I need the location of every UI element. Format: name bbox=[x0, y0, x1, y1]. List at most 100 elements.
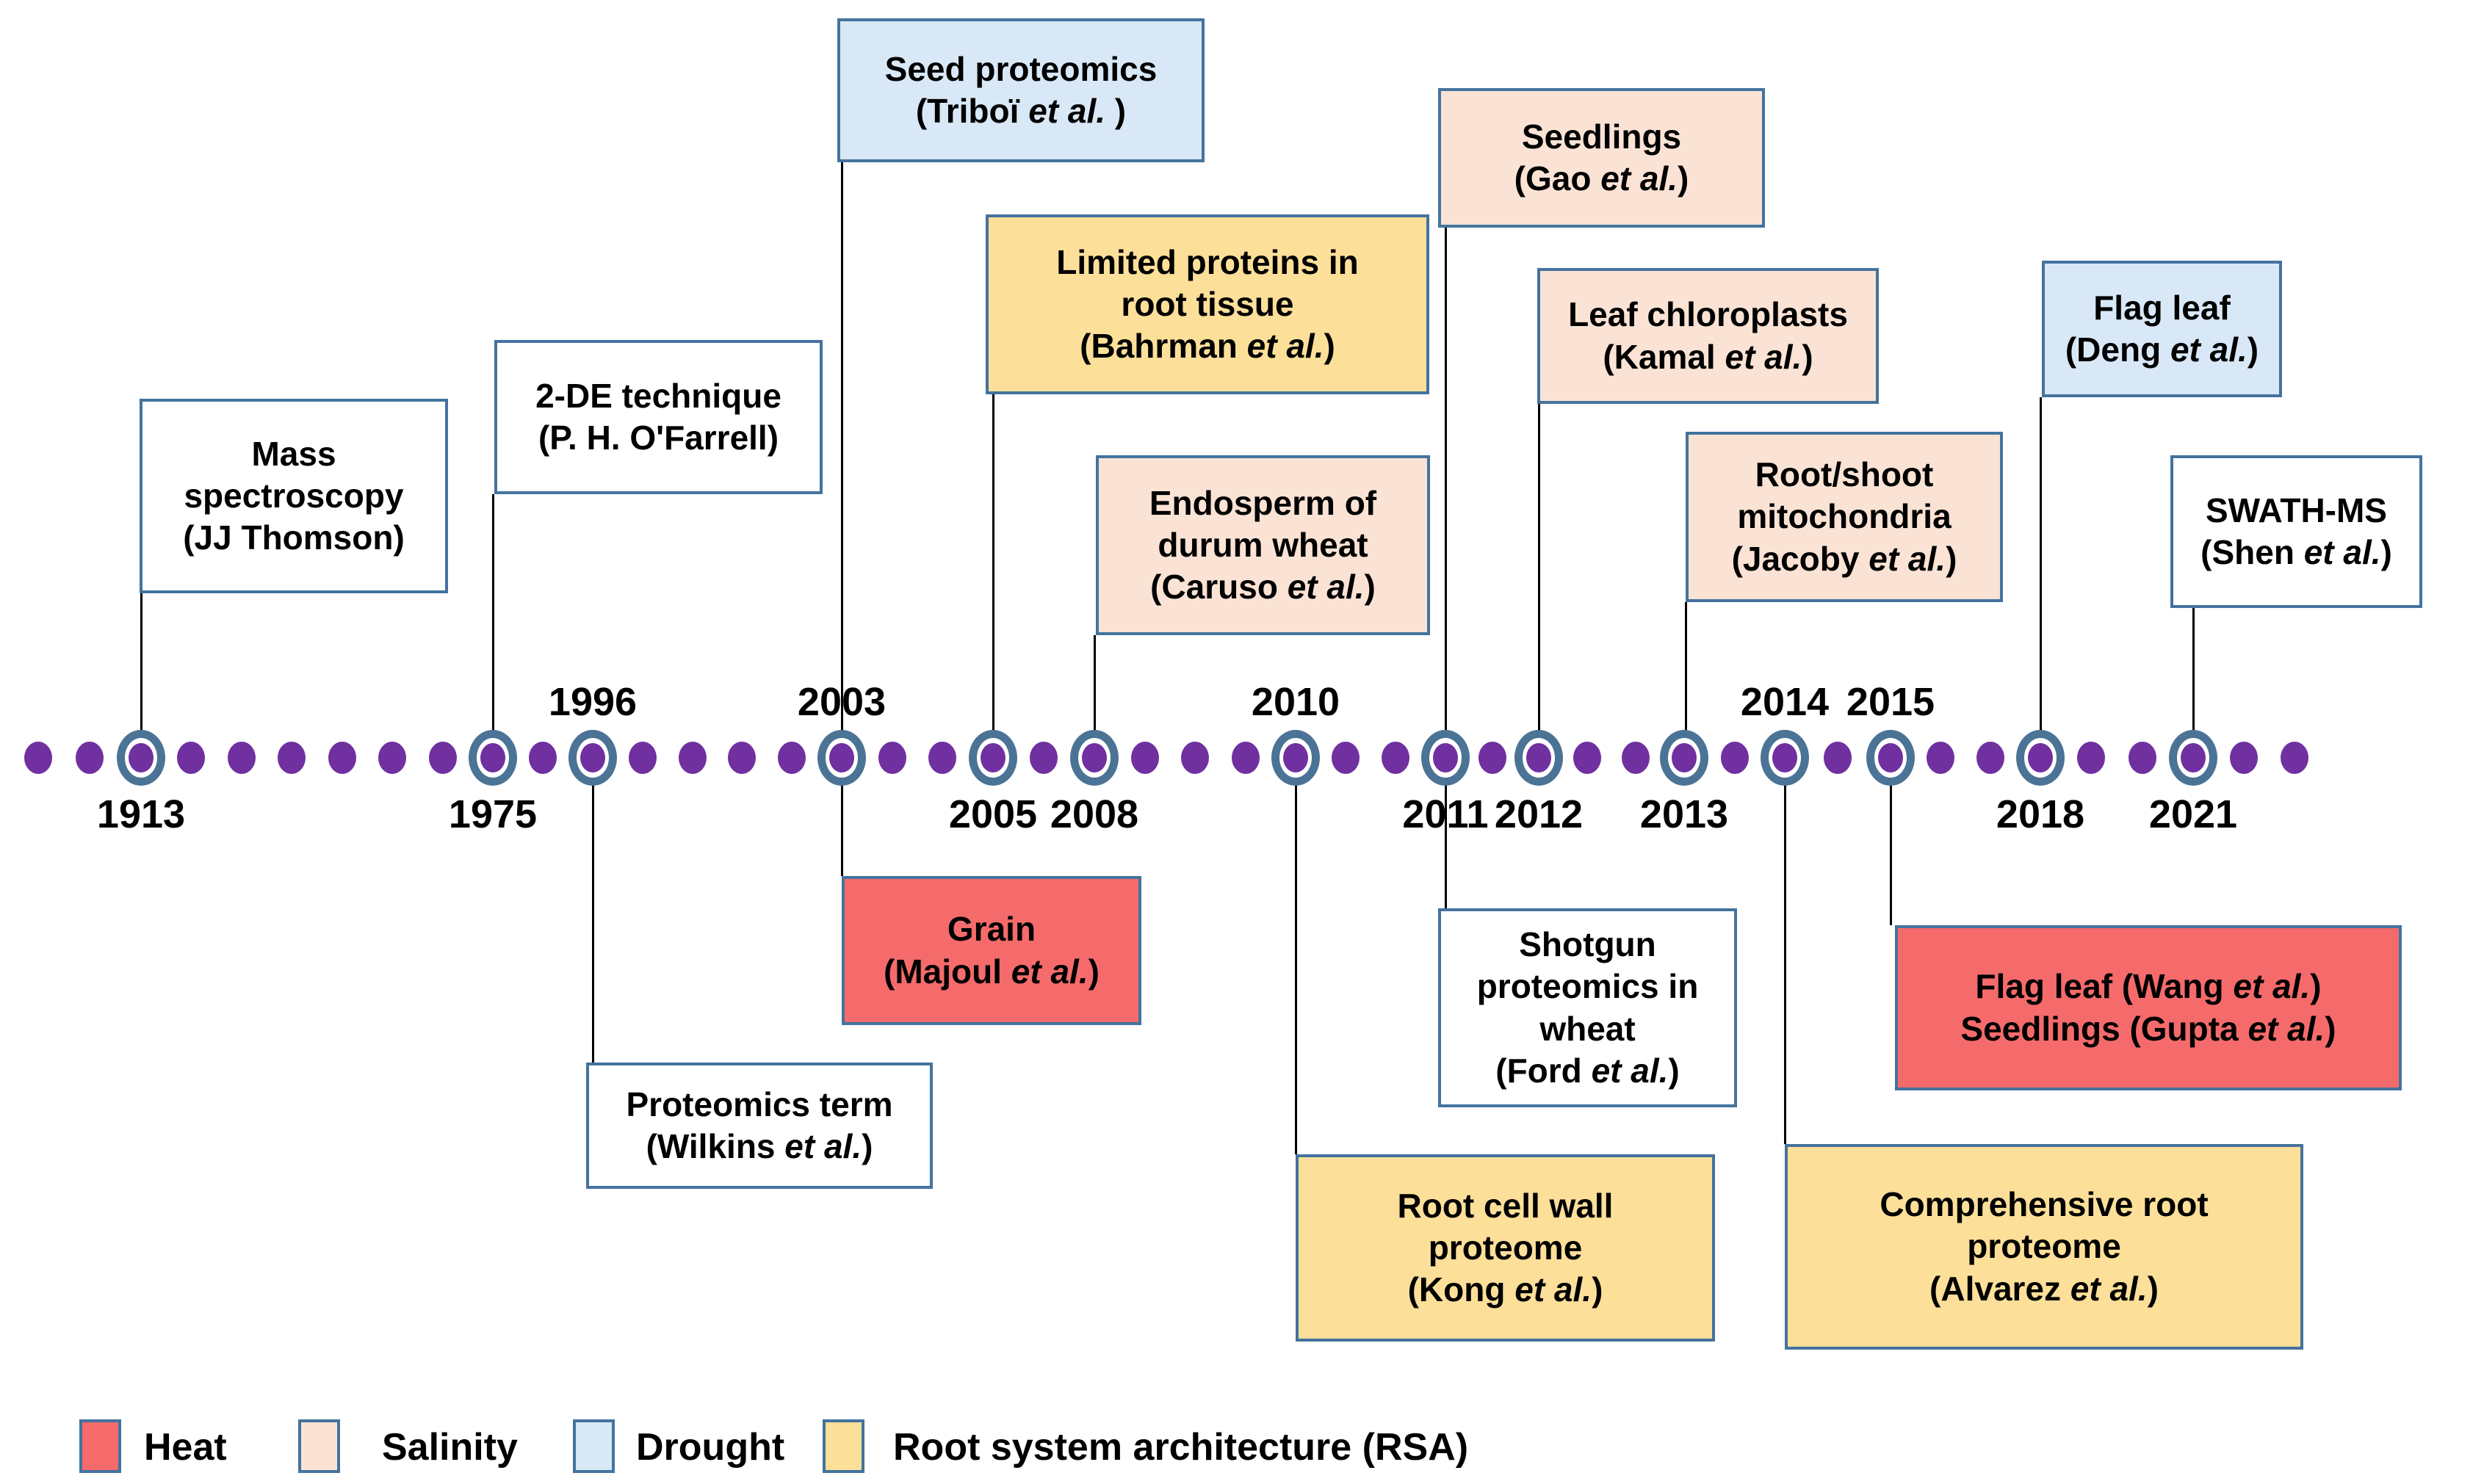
event-text: Grain bbox=[947, 910, 1036, 949]
event-box-swath-ms: SWATH-MS(Shen et al.) bbox=[2170, 455, 2422, 608]
event-box-grain-majoul: Grain(Majoul et al.) bbox=[842, 876, 1141, 1025]
event-box-line: (Wilkins et al.) bbox=[646, 1126, 873, 1168]
event-box-line: durum wheat bbox=[1158, 524, 1368, 566]
legend-swatch-drought bbox=[573, 1419, 615, 1473]
marker-inner-dot bbox=[1672, 743, 1697, 772]
timeline-dot bbox=[278, 742, 306, 774]
et-al-italic: et al. bbox=[1869, 539, 1946, 578]
event-box-seed-proteomics: Seed proteomics(Triboï et al. ) bbox=[837, 18, 1205, 162]
year-label-2005: 2005 bbox=[948, 792, 1038, 836]
event-box-flag-leaf-wang-seedlings-gupta: Flag leaf (Wang et al.)Seedlings (Gupta … bbox=[1895, 925, 2402, 1090]
event-text: Comprehensive root bbox=[1880, 1185, 2209, 1224]
timeline-dot bbox=[1720, 742, 1749, 774]
timeline-marker-2021 bbox=[2169, 730, 2217, 786]
event-box-leaf-chloroplasts: Leaf chloroplasts(Kamal et al.) bbox=[1537, 268, 1879, 404]
event-box-line: Endosperm of bbox=[1149, 482, 1376, 524]
event-text: proteome bbox=[1428, 1228, 1583, 1267]
event-box-proteomics-term: Proteomics term(Wilkins et al.) bbox=[586, 1063, 933, 1189]
event-text: ) bbox=[1105, 92, 1127, 130]
event-text: Root cell wall bbox=[1397, 1186, 1614, 1225]
connector-2010 bbox=[1294, 781, 1297, 1154]
timeline-marker-2008 bbox=[1070, 730, 1119, 786]
event-text: Seedlings (Gupta bbox=[1960, 1009, 2248, 1048]
event-text: Shotgun bbox=[1519, 925, 1656, 964]
event-text: (Bahrman bbox=[1080, 327, 1247, 366]
event-text: proteomics in bbox=[1476, 967, 1699, 1006]
timeline-dot bbox=[328, 742, 356, 774]
event-box-line: (Jacoby et al.) bbox=[1732, 538, 1957, 580]
event-text: (Gao bbox=[1514, 159, 1601, 198]
timeline-dot bbox=[1030, 742, 1058, 774]
timeline-dot bbox=[1332, 742, 1360, 774]
connector-2021 bbox=[2192, 608, 2195, 735]
connector-2012 bbox=[1537, 404, 1540, 735]
event-box-2de-technique: 2-DE technique(P. H. O'Farrell) bbox=[494, 340, 823, 494]
timeline-dot bbox=[878, 742, 906, 774]
event-text: Proteomics term bbox=[626, 1085, 893, 1123]
event-box-line: root tissue bbox=[1121, 283, 1293, 325]
et-al-italic: et al. bbox=[1011, 952, 1088, 991]
timeline-dot bbox=[2281, 742, 2308, 774]
et-al-italic: et al. bbox=[1600, 159, 1678, 198]
event-text: (JJ Thomson) bbox=[183, 518, 405, 557]
connector-2018 bbox=[2039, 397, 2042, 735]
marker-inner-dot bbox=[580, 743, 605, 772]
event-text: ) bbox=[2247, 330, 2259, 369]
timeline-marker-2003 bbox=[817, 730, 866, 786]
legend-label-rsa: Root system architecture (RSA) bbox=[893, 1426, 1469, 1469]
marker-inner-dot bbox=[1433, 743, 1458, 772]
timeline-dot bbox=[2128, 742, 2156, 774]
connector-1975 bbox=[491, 494, 494, 735]
marker-inner-dot bbox=[1283, 743, 1308, 772]
marker-inner-dot bbox=[2028, 743, 2053, 772]
timeline-marker-1975 bbox=[469, 730, 517, 786]
et-al-italic: et al. bbox=[2070, 1269, 2148, 1308]
event-box-line: (Alvarez et al.) bbox=[1929, 1268, 2159, 1310]
timeline-dot bbox=[24, 742, 52, 774]
event-text: (Alvarez bbox=[1929, 1269, 2070, 1308]
event-text: wheat bbox=[1539, 1009, 1636, 1048]
legend-swatch-salinity bbox=[298, 1419, 340, 1473]
event-text: (Jacoby bbox=[1731, 539, 1869, 578]
event-text: (Wilkins bbox=[646, 1127, 785, 1165]
timeline-dot bbox=[628, 742, 657, 774]
event-text: proteome bbox=[1967, 1227, 2121, 1266]
event-text: ) bbox=[1668, 1051, 1680, 1090]
event-box-line: wheat bbox=[1539, 1008, 1635, 1050]
event-text: (Triboï bbox=[915, 92, 1029, 130]
timeline-dot bbox=[928, 742, 957, 774]
timeline-dot bbox=[529, 742, 557, 774]
timeline-marker-2012 bbox=[1514, 730, 1563, 786]
event-text: durum wheat bbox=[1158, 525, 1368, 564]
event-box-line: Flag leaf bbox=[2093, 287, 2231, 329]
event-text: (Deng bbox=[2065, 330, 2170, 369]
event-box-line: proteome bbox=[1967, 1226, 2121, 1267]
timeline-dot bbox=[728, 742, 757, 774]
event-text: (Kamal bbox=[1603, 337, 1725, 376]
timeline-dot bbox=[1573, 742, 1601, 774]
event-box-line: (Triboï et al. ) bbox=[916, 90, 1126, 132]
et-al-italic: et al. bbox=[1725, 337, 1802, 376]
timeline-marker-2010 bbox=[1271, 730, 1320, 786]
marker-inner-dot bbox=[1772, 743, 1797, 772]
et-al-italic: et al. bbox=[784, 1127, 862, 1165]
event-box-line: (Kamal et al.) bbox=[1603, 336, 1813, 378]
event-box-line: Flag leaf (Wang et al.) bbox=[1975, 966, 2321, 1007]
event-box-line: (Deng et al.) bbox=[2065, 329, 2259, 371]
event-text: ) bbox=[862, 1127, 873, 1165]
connector-2015 bbox=[1889, 781, 1892, 925]
event-box-line: spectroscopy bbox=[184, 475, 403, 517]
event-text: Flag leaf bbox=[2093, 288, 2231, 327]
marker-inner-dot bbox=[129, 743, 154, 772]
event-text: Flag leaf (Wang bbox=[1975, 967, 2234, 1006]
et-al-italic: et al. bbox=[1246, 327, 1324, 366]
marker-inner-dot bbox=[1082, 743, 1107, 772]
connector-2003 bbox=[840, 162, 843, 735]
event-text: spectroscopy bbox=[184, 476, 404, 515]
connector-2011 bbox=[1444, 228, 1447, 735]
timeline-marker-2011 bbox=[1421, 730, 1470, 786]
